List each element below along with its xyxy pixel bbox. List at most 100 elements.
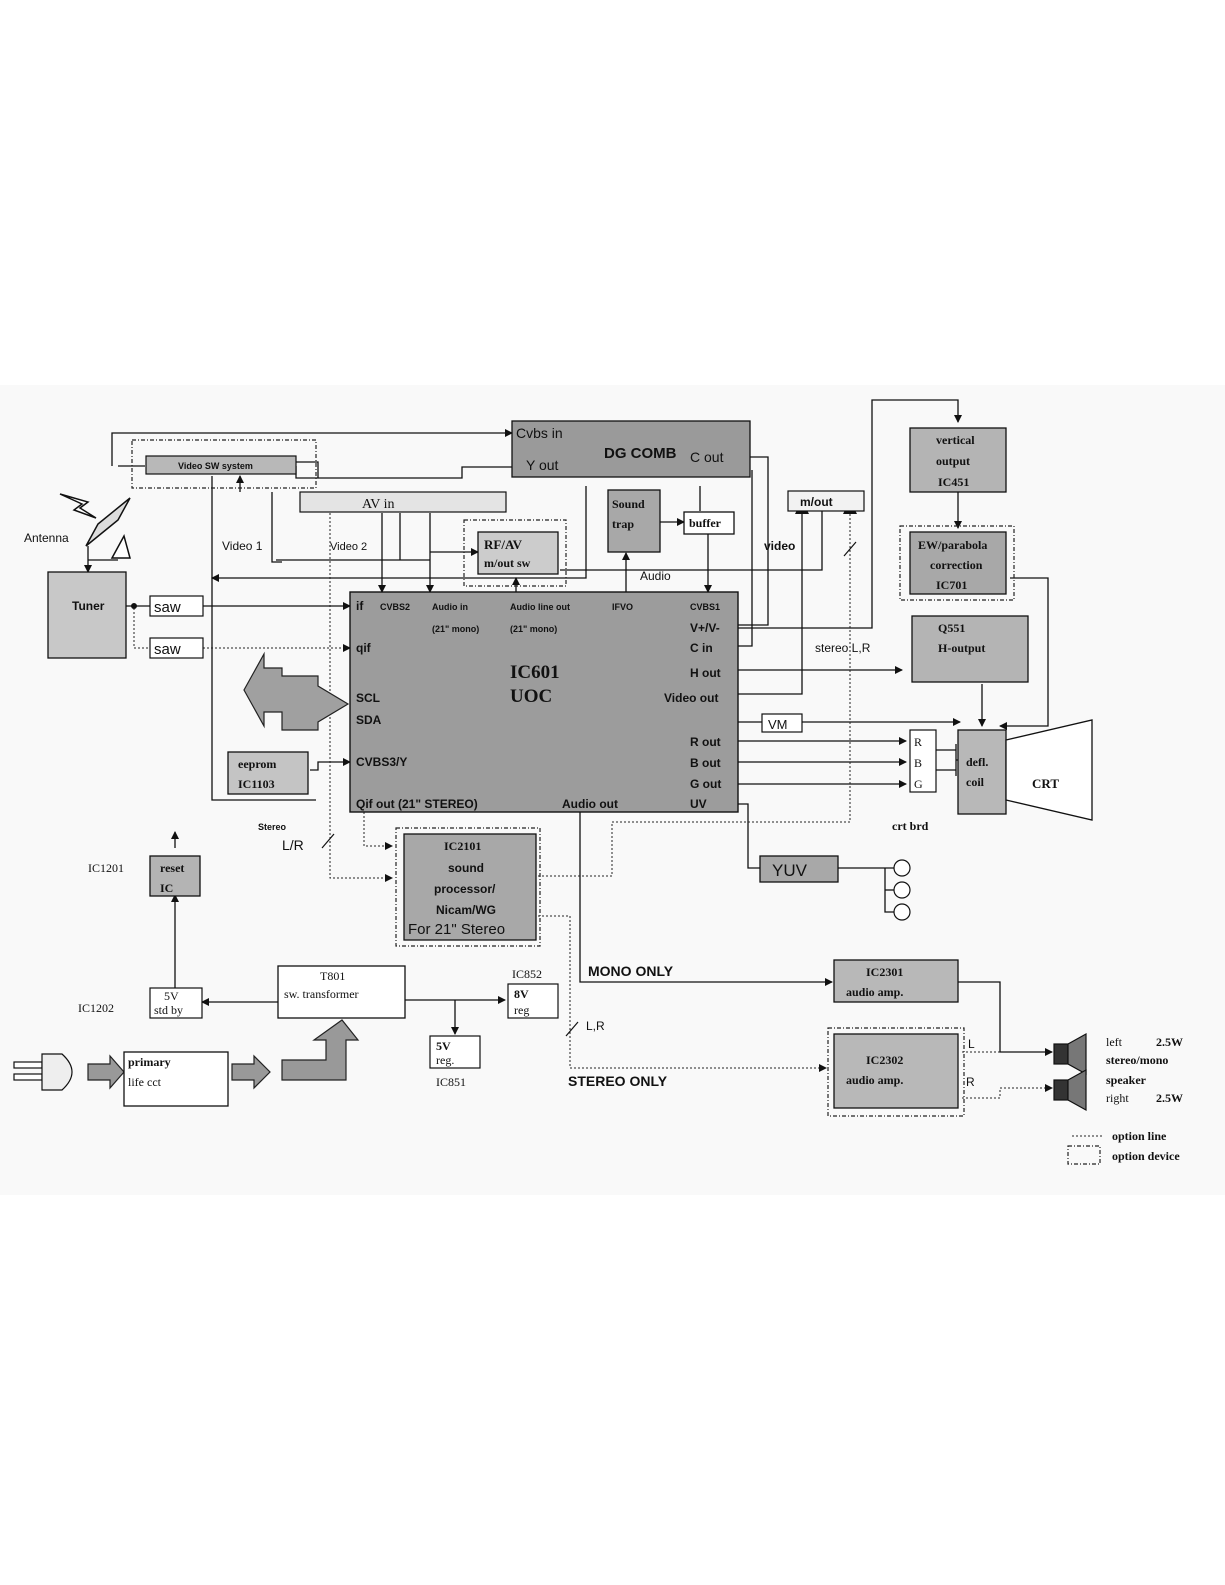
av-in-label: AV in [362, 497, 395, 512]
defl-coil-block [957, 729, 1007, 815]
eeprom-label-2: IC1103 [238, 777, 275, 791]
yuv-connectors-icon [893, 859, 911, 921]
pin-r-out: R out [690, 735, 721, 749]
ic852-label: IC852 [512, 967, 542, 981]
lr2-label: L,R [586, 1019, 605, 1033]
speaker-icons [1053, 1032, 1087, 1112]
ic851-label: IC851 [436, 1075, 466, 1089]
amp-r-label: R [966, 1075, 975, 1089]
pin-scl: SCL [356, 691, 380, 705]
ic2101-label-1: IC2101 [444, 839, 481, 853]
ew-parabola-block [909, 531, 1007, 595]
spk-right-w: 2.5W [1156, 1091, 1183, 1105]
spk-stereo: stereo/mono [1106, 1053, 1168, 1067]
sound-trap-block [607, 489, 661, 553]
vertical-label-2: output [936, 454, 970, 468]
stereo-small-label: Stereo [258, 822, 287, 832]
yuv-label: YUV [772, 861, 808, 880]
q551-label-2: H-output [938, 641, 985, 655]
pin-cvbs3: CVBS3/Y [356, 755, 407, 769]
mout-label: m/out [800, 495, 833, 509]
stereo-only-label: STEREO ONLY [568, 1073, 668, 1089]
ic2101-label-5: For 21" Stereo [408, 921, 505, 938]
defl-label-2: coil [966, 775, 985, 789]
q551-label-1: Q551 [938, 621, 965, 635]
tuner-block [47, 571, 127, 659]
mono-only-label: MONO ONLY [588, 963, 674, 979]
power-arrow-2-icon [231, 1054, 271, 1090]
tuner-node [131, 603, 137, 609]
i2c-bus-arrow-icon [243, 651, 350, 731]
ew-label-1: EW/parabola [918, 538, 987, 552]
video1-label: Video 1 [222, 539, 263, 553]
video2-label: Video 2 [330, 541, 367, 553]
audio-label: Audio [640, 569, 671, 583]
pin-g-out: G out [690, 777, 721, 791]
5v-reg-label-2: reg. [436, 1053, 454, 1067]
lr-label: L/R [282, 837, 304, 853]
saw-filter-2 [149, 637, 204, 659]
tuner-label: Tuner [72, 599, 105, 613]
5v-std-label-2: std by [154, 1003, 183, 1017]
saw-2-label: saw [154, 641, 181, 658]
video-sw-system-block [145, 455, 297, 475]
spk-left-w: 2.5W [1156, 1035, 1183, 1049]
rf-av-switch-block [477, 531, 559, 575]
mains-plug-icon [13, 1053, 73, 1091]
crt-r: R [914, 735, 922, 749]
ic2302-audio-amp-block [833, 1033, 959, 1109]
pin-sda: SDA [356, 713, 382, 727]
8v-label-1: 8V [514, 987, 529, 1001]
ew-label-2: correction [930, 558, 983, 572]
ic2101-sound-processor-block [403, 833, 537, 941]
defl-label-1: defl. [966, 755, 988, 769]
vertical-label-3: IC451 [938, 475, 969, 489]
primary-life-cct-block [123, 1051, 229, 1107]
5v-std-label-1: 5V [164, 989, 179, 1003]
buffer-block [683, 511, 735, 535]
pin-qif: qif [356, 641, 372, 655]
pin-qif-out: Qif out (21" STEREO) [356, 797, 478, 811]
ew-label-3: IC701 [936, 578, 967, 592]
spk-right: right [1106, 1091, 1129, 1105]
5v-standby-block [149, 987, 203, 1019]
5v-regulator-block [429, 1035, 481, 1069]
ic601-sub: UOC [510, 686, 552, 707]
antenna-label: Antenna [24, 531, 69, 545]
stereo-lr-label: stereo L,R [815, 641, 871, 655]
pin-ifvo: IFVO [612, 602, 633, 612]
video-sw-label: Video SW system [178, 461, 253, 471]
crt-g: G [914, 777, 923, 791]
crt-b: B [914, 756, 922, 770]
crt-label: CRT [1032, 776, 1059, 791]
ic2302-label-2: audio amp. [846, 1073, 903, 1087]
8v-regulator-block [507, 983, 559, 1019]
ic1202-label: IC1202 [78, 1001, 114, 1015]
saw-1-label: saw [154, 599, 181, 616]
crt-tube-icon [1005, 719, 1093, 821]
ic2101-label-4: Nicam/WG [436, 903, 496, 917]
signal-lines [84, 399, 1053, 1056]
dgcomb-title: DG COMB [604, 445, 677, 462]
power-arrow-3-icon [281, 1019, 360, 1081]
rfav-label-1: RF/AV [484, 537, 523, 552]
ic1201-label: IC1201 [88, 861, 124, 875]
ic2301-audio-amp-block [833, 959, 959, 1003]
pin-audio-out: Audio out [562, 797, 618, 811]
crt-brd-label: crt brd [892, 819, 929, 833]
bus-slash-marks [321, 541, 857, 1037]
power-arrow-1-icon [87, 1054, 125, 1090]
dgcomb-y-out: Y out [526, 457, 559, 473]
dg-comb-block [511, 420, 751, 478]
reset-label-1: reset [160, 861, 184, 875]
primary-label-1: primary [128, 1055, 171, 1069]
pin-cvbs2: CVBS2 [380, 602, 410, 612]
legend-option-line: option line [1112, 1129, 1167, 1143]
pin-h-out: H out [690, 666, 721, 680]
pin-audio-in-sub: (21" mono) [432, 624, 479, 634]
reset-ic-block [149, 855, 201, 897]
dgcomb-cvbs-in: Cvbs in [516, 425, 563, 441]
ic601-name: IC601 [510, 662, 560, 683]
sound-trap-label-1: Sound [612, 497, 645, 511]
